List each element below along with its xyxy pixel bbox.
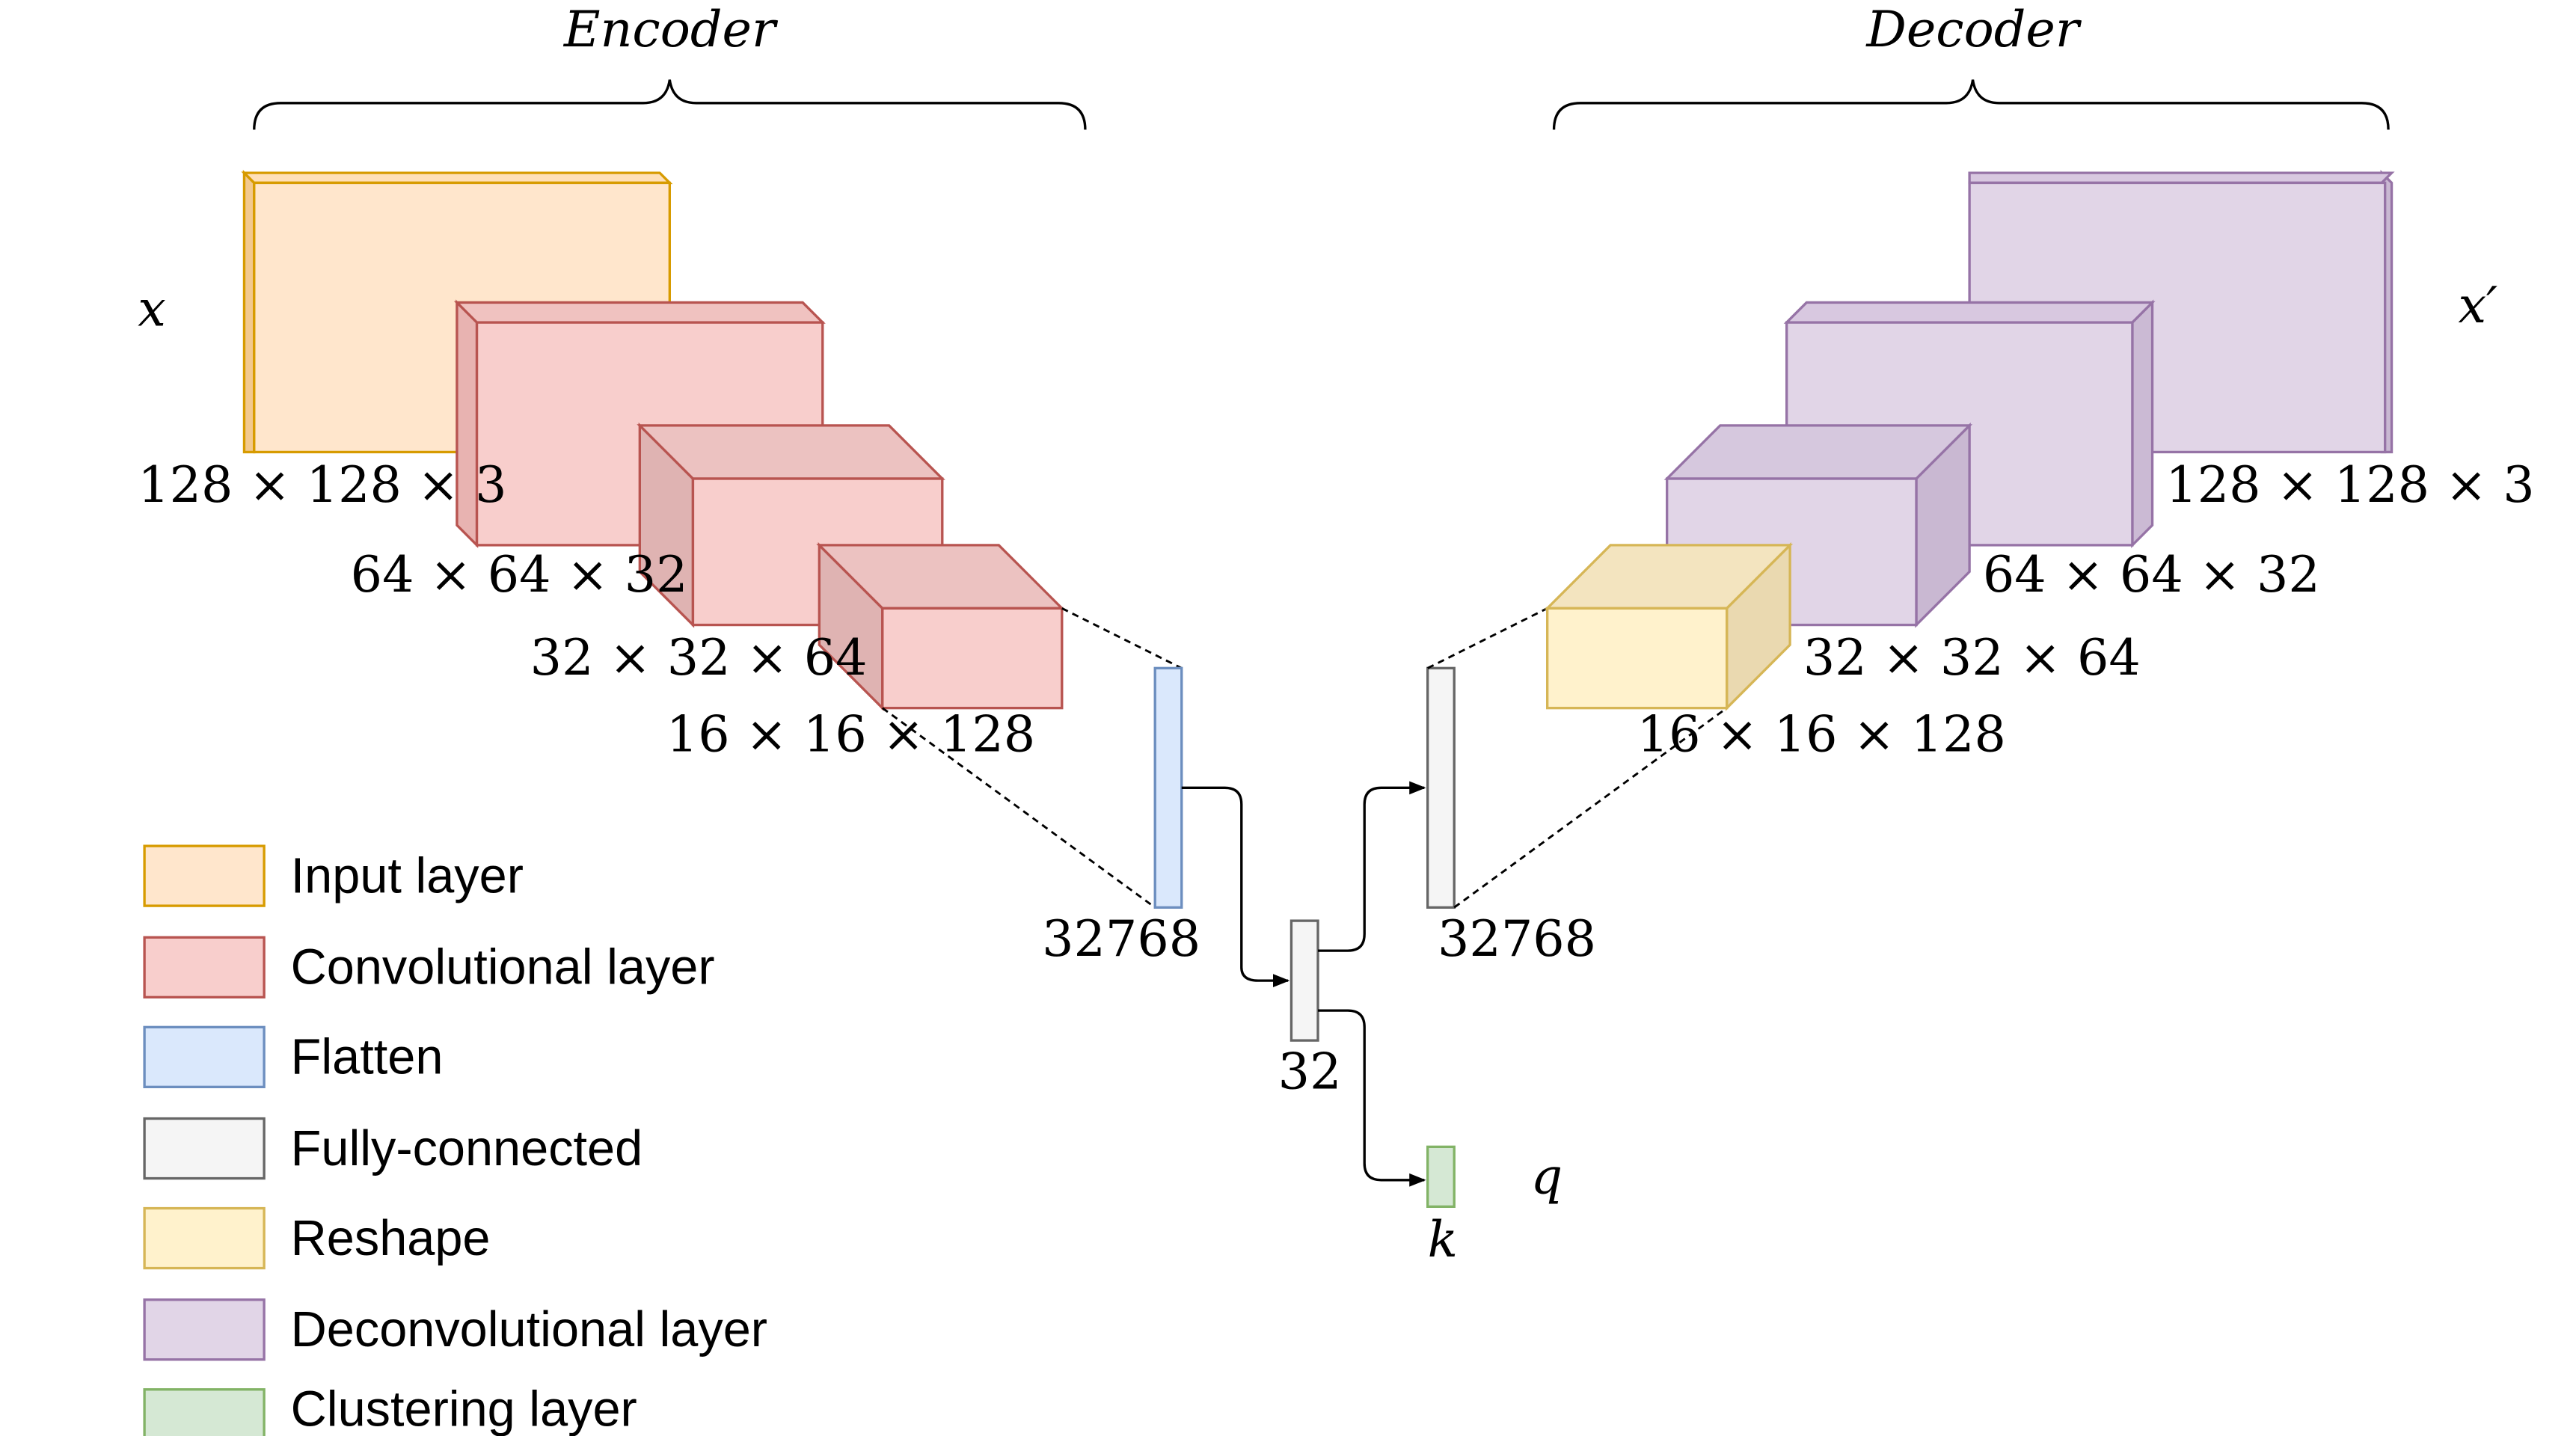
enc-dim-3: 32 × 32 × 64: [530, 628, 868, 687]
legend-item-reshape: Reshape: [143, 1206, 491, 1270]
arrow-latent-to-cluster: [1318, 1009, 1426, 1187]
enc-dim-1: 128 × 128 × 3: [138, 455, 506, 514]
dec-dim-3: 32 × 32 × 64: [1803, 628, 2141, 687]
output-var: x′: [2458, 276, 2497, 334]
encoder-title: Encoder: [562, 0, 779, 58]
legend-label-reshape: Reshape: [291, 1211, 491, 1266]
legend-label-fc: Fully-connected: [291, 1121, 643, 1176]
legend-item-flatten: Flatten: [143, 1025, 444, 1089]
input-var: x: [138, 280, 166, 338]
flatten-block: [1153, 666, 1183, 909]
legend-label-flatten: Flatten: [291, 1030, 444, 1085]
legend-label-deconv: Deconvolutional layer: [291, 1302, 767, 1357]
legend: Input layer Convolutional layer Flatten …: [143, 844, 767, 1436]
decoder-title: Decoder: [1865, 0, 2082, 58]
flatten-dim: 32768: [1042, 909, 1200, 968]
legend-label-input: Input layer: [291, 848, 524, 903]
encoder-dashed-top: [1061, 607, 1183, 669]
decoder-fc-block: [1426, 666, 1456, 909]
dec-dim-4: 16 × 16 × 128: [1637, 705, 2006, 763]
decoder-brace: [1552, 79, 2390, 130]
latent-dim: 32: [1278, 1043, 1342, 1101]
legend-item-input: Input layer: [143, 844, 524, 907]
dec-dim-2: 64 × 64 × 32: [1983, 545, 2320, 604]
latent-fc-block: [1289, 919, 1319, 1042]
legend-label-cluster: Clustering layer: [291, 1382, 637, 1436]
arrow-latent-to-fc: [1318, 781, 1426, 952]
decoder-dashed-bottom: [1453, 707, 1728, 909]
encoder-dashed-bottom: [881, 707, 1156, 909]
reshape-block: [1544, 541, 1794, 711]
cluster-var: q: [1530, 1147, 1563, 1206]
legend-item-deconv: Deconvolutional layer: [143, 1298, 767, 1361]
clustering-block: [1426, 1145, 1456, 1209]
enc-dim-2: 64 × 64 × 32: [351, 545, 688, 604]
decoder-dashed-top: [1427, 607, 1548, 669]
legend-item-fc: Fully-connected: [143, 1117, 643, 1180]
encoder-brace: [253, 79, 1087, 130]
fc-dim: 32768: [1438, 909, 1596, 968]
legend-label-conv: Convolutional layer: [291, 940, 715, 995]
legend-item-conv: Convolutional layer: [143, 936, 715, 999]
cluster-dim: k: [1428, 1210, 1458, 1268]
dec-dim-1: 128 × 128 × 3: [2165, 455, 2534, 514]
enc-dim-4: 16 × 16 × 128: [666, 705, 1035, 763]
legend-item-cluster: Clustering layer: [143, 1382, 637, 1436]
arrow-flatten-to-latent: [1181, 786, 1290, 987]
